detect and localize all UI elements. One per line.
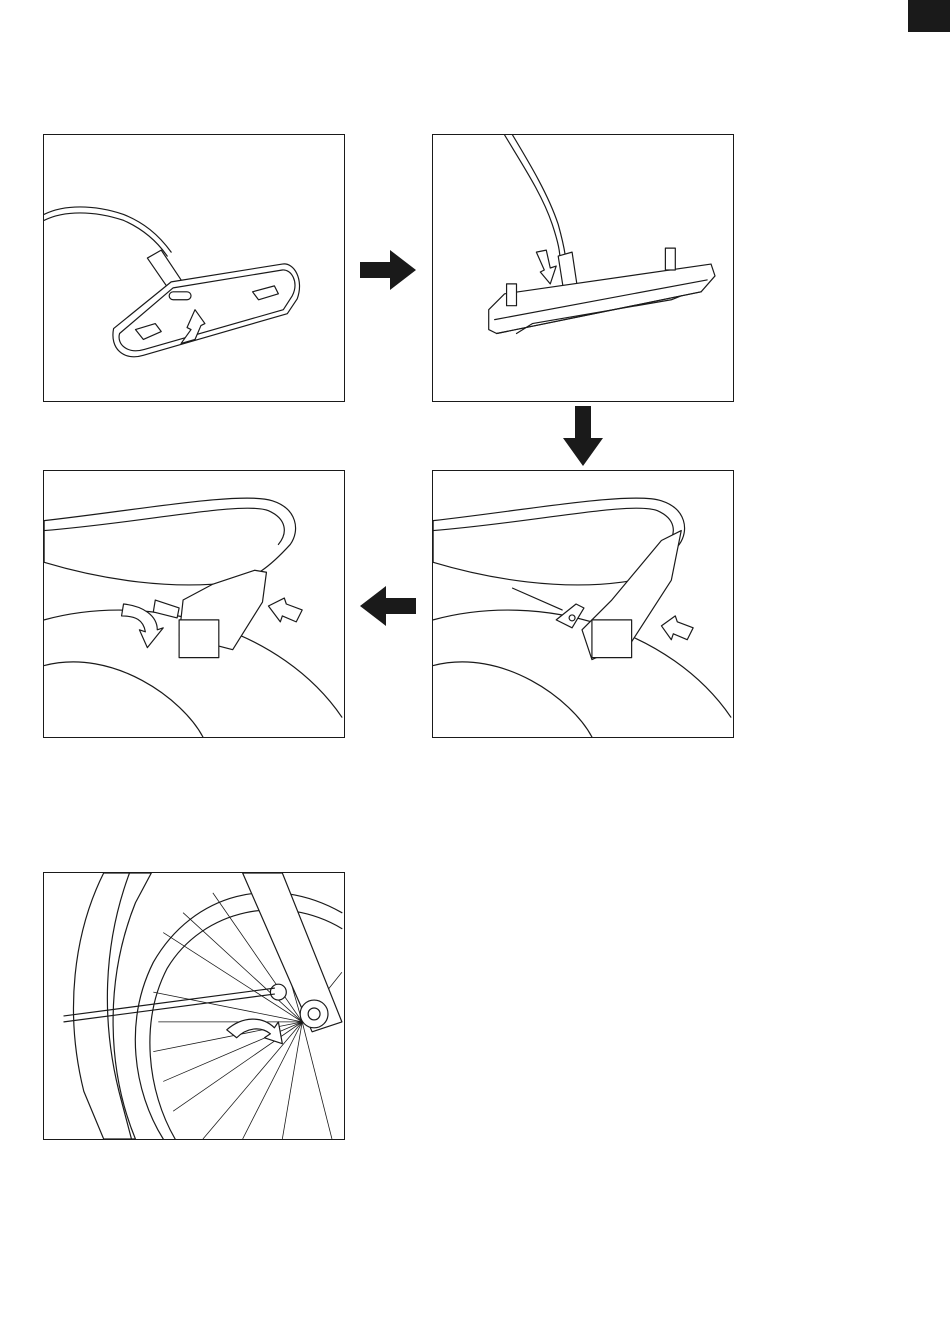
light-body	[489, 264, 715, 333]
push-arrow-icon	[268, 598, 302, 622]
light-mounted-drawing	[433, 135, 733, 401]
mount-stud-left	[507, 284, 517, 306]
mount-slot	[169, 292, 191, 300]
figure-step-3	[43, 470, 345, 738]
figure-step-5	[43, 872, 345, 1140]
page-tab-marker	[908, 0, 950, 32]
figure-step-1	[43, 134, 345, 402]
light-underside-drawing	[44, 135, 344, 401]
light-lens	[592, 620, 632, 658]
bracket-screw	[569, 615, 575, 621]
light-lens	[179, 620, 219, 658]
figure-step-2	[432, 134, 734, 402]
hub-connector	[270, 984, 286, 1000]
figure-step-4	[432, 470, 734, 738]
push-arrow-icon	[661, 616, 693, 640]
light-base-plate	[113, 264, 300, 357]
light-on-fender-drawing	[433, 471, 733, 737]
down-arrow-icon	[563, 406, 603, 466]
left-arrow-icon	[360, 586, 416, 626]
wheel-hub-drawing	[44, 873, 344, 1139]
bracket-screw	[153, 600, 179, 618]
right-arrow-icon	[360, 250, 416, 290]
bracket-tighten-drawing	[44, 471, 344, 737]
mount-stud-right	[665, 248, 675, 270]
insert-arrow-icon	[536, 250, 556, 284]
